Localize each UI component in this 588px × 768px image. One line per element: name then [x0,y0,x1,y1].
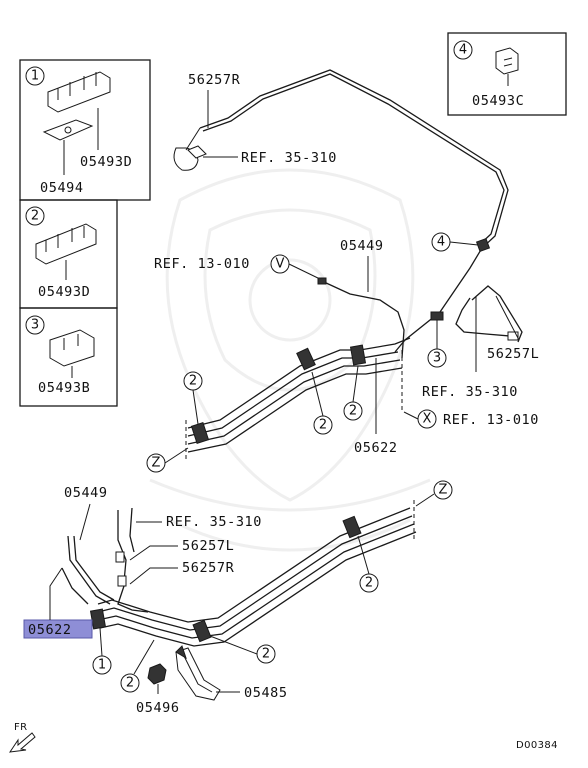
svg-text:2: 2 [365,576,373,591]
svg-text:2: 2 [319,418,327,433]
label-05485: 05485 [244,685,288,701]
front-direction-icon: FR [8,722,36,753]
svg-text:1: 1 [98,658,106,673]
clip-05493c-icon [495,47,519,75]
inset-box-4: 4 05493C [447,32,567,116]
label-05449-low: 05449 [64,485,108,501]
inset-index-3: 3 [31,318,39,333]
svg-text:FR: FR [14,722,28,733]
clip-05493d-icon [47,71,111,113]
inset-index-2: 2 [31,209,39,224]
callout-2-e: 2 [209,635,276,664]
label-ref-13-010-x: REF. 13-010 [443,412,539,428]
label-56257l-low: 56257L [182,538,234,554]
diagram-code: D00384 [516,740,558,751]
callout-v: V [270,254,323,281]
svg-text:2: 2 [189,374,197,389]
svg-text:2: 2 [262,647,270,662]
inset-1-part-b: 05494 [40,180,84,196]
callout-z-lower: Z [415,480,453,507]
callout-x: X [403,409,437,429]
clip-05493b-icon [49,329,95,367]
label-05496: 05496 [136,700,180,716]
callout-z-upper: Z [146,447,189,473]
label-56257r-low: 56257R [182,560,235,576]
callout-2-a: 2 [183,371,203,425]
callout-4: 4 [431,232,491,253]
callout-2-f: 2 [120,639,155,693]
inset-box-1: 1 05493D 05494 [19,59,151,201]
label-05622-mid: 05622 [354,440,398,456]
brake-line-upper [173,69,509,353]
inset-1-part-a: 05493D [80,154,132,170]
protector-05485-icon [175,645,221,701]
callout-2-c: 2 [343,365,363,421]
callout-2-b: 2 [311,371,333,435]
part-05622-highlight[interactable]: 05622 [23,619,93,639]
svg-text:X: X [423,412,432,427]
inset-4-part-a: 05493C [472,93,524,109]
svg-text:2: 2 [126,676,134,691]
watermark-emblem [149,168,431,552]
label-ref-13-010-v: REF. 13-010 [154,256,250,272]
callout-2-d: 2 [357,535,379,593]
svg-text:2: 2 [349,404,357,419]
inset-index-1: 1 [31,69,39,84]
bolt-05496-icon [147,663,167,694]
inset-2-part-a: 05493D [38,284,90,300]
label-05449-mid: 05449 [340,238,384,254]
label-56257r-top: 56257R [188,72,241,88]
svg-text:Z: Z [152,456,161,471]
svg-text:05622: 05622 [28,622,72,638]
inset-index-4: 4 [459,43,467,58]
label-56257l-right: 56257L [487,346,539,362]
callout-3: 3 [427,311,447,368]
bracket-05494-icon [42,119,94,141]
label-ref-35-310-low: REF. 35-310 [166,514,262,530]
label-ref-35-310-right: REF. 35-310 [422,384,518,400]
callout-1-low: 1 [92,627,112,675]
clip-05493d-icon [35,223,97,265]
svg-text:V: V [276,257,285,272]
inset-box-2: 2 05493D [19,199,118,309]
svg-text:Z: Z [439,483,448,498]
brake-bundle-upper [185,337,411,462]
svg-text:3: 3 [433,351,441,366]
label-ref-35-310-top: REF. 35-310 [241,150,337,166]
inset-3-part-a: 05493B [38,380,90,396]
hose-56257l-right [455,285,523,372]
inset-box-3: 3 05493B [19,307,118,407]
svg-text:4: 4 [437,235,445,250]
hose-56257-lower [115,507,149,613]
